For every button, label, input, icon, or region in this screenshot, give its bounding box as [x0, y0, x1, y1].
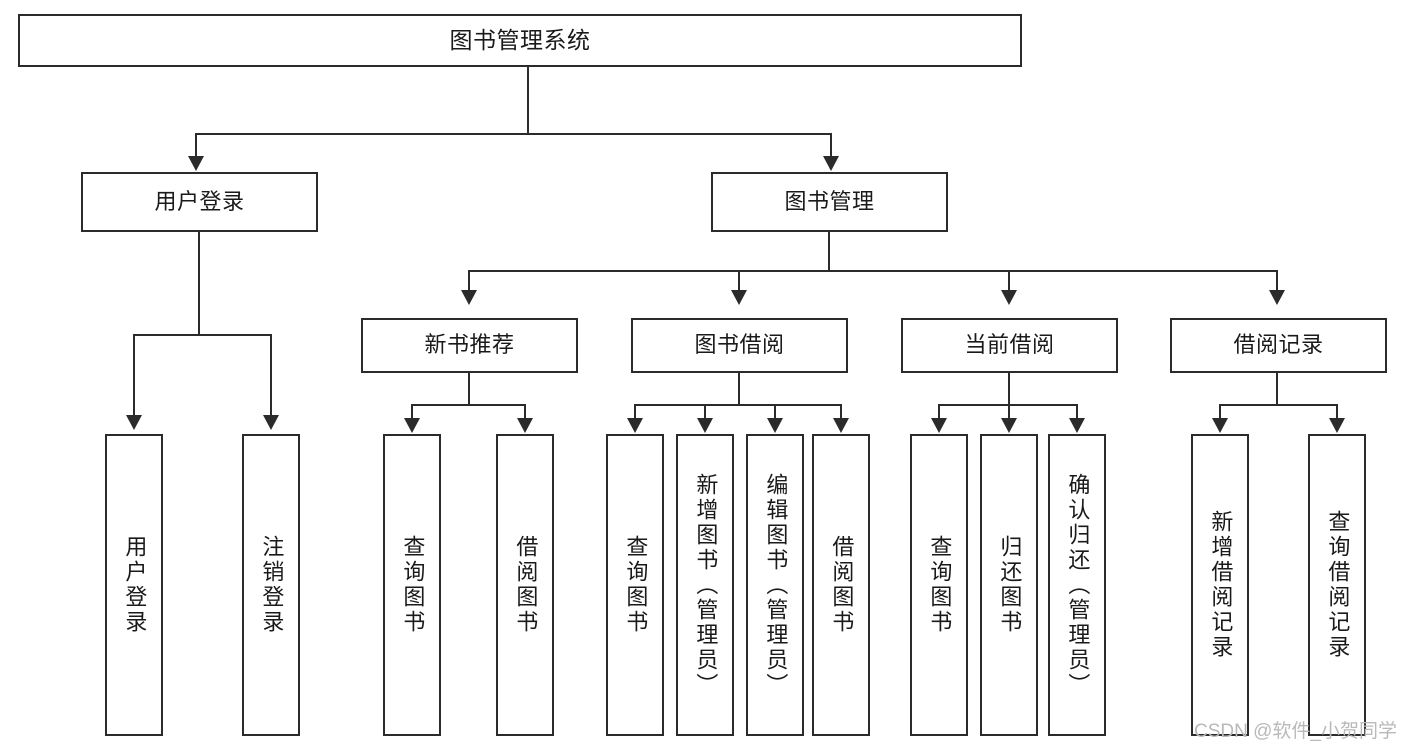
- arrowhead-borrow-record-leaf-2: [1329, 418, 1345, 433]
- arrowhead-current-borrow-leaf-1: [931, 418, 947, 433]
- connector-new-book-leaf-1: [411, 404, 413, 420]
- node-label: 查询图书: [927, 535, 953, 635]
- arrowhead-book-manage-child-3: [1001, 290, 1017, 305]
- leaf-new-book-borrow[interactable]: 借阅图书: [496, 434, 554, 736]
- leaf-book-borrow-edit[interactable]: 编辑图书（管理员）: [746, 434, 804, 736]
- connector-book-manage-child-1: [468, 270, 470, 292]
- node-label: 借阅图书: [829, 535, 855, 635]
- arrowhead-current-borrow-leaf-3: [1069, 418, 1085, 433]
- connector-book-borrow-trunk: [738, 373, 740, 406]
- connector-borrow-record-bus: [1219, 404, 1338, 406]
- arrowhead-book-borrow-leaf-1: [627, 418, 643, 433]
- leaf-book-borrow-add[interactable]: 新增图书（管理员）: [676, 434, 734, 736]
- node-label: 查询借阅记录: [1325, 510, 1351, 660]
- connector-root-to-user-login: [195, 133, 197, 158]
- connector-current-borrow-leaf-2: [1008, 404, 1010, 420]
- connector-book-borrow-leaf-3: [774, 404, 776, 420]
- connector-book-borrow-leaf-4: [840, 404, 842, 420]
- node-root-system[interactable]: 图书管理系统: [18, 14, 1022, 67]
- node-label: 新书推荐: [424, 332, 515, 358]
- node-label: 确认归还（管理员）: [1065, 472, 1091, 698]
- connector-new-book-bus: [411, 404, 526, 406]
- connector-current-borrow-trunk: [1008, 373, 1010, 406]
- connector-new-book-leaf-2: [524, 404, 526, 420]
- connector-user-login-leaf-1: [133, 334, 135, 417]
- leaf-user-login-logout[interactable]: 注销登录: [242, 434, 300, 736]
- arrowhead-to-user-login: [188, 156, 204, 171]
- arrowhead-book-borrow-leaf-3: [767, 418, 783, 433]
- node-user-login[interactable]: 用户登录: [81, 172, 318, 232]
- node-label: 图书借阅: [694, 332, 785, 358]
- connector-root-to-book-manage: [830, 133, 832, 158]
- arrowhead-book-manage-child-2: [731, 290, 747, 305]
- connector-book-manage-child-3: [1008, 270, 1010, 292]
- node-label: 用户登录: [154, 188, 245, 214]
- leaf-book-borrow-borrow[interactable]: 借阅图书: [812, 434, 870, 736]
- arrowhead-user-login-leaf-2: [263, 415, 279, 430]
- connector-current-borrow-leaf-1: [938, 404, 940, 420]
- leaf-user-login-login[interactable]: 用户登录: [105, 434, 163, 736]
- connector-borrow-record-leaf-1: [1219, 404, 1221, 420]
- connector-user-login-bus: [133, 334, 272, 336]
- connector-current-borrow-leaf-3: [1076, 404, 1078, 420]
- node-label: 查询图书: [400, 535, 426, 635]
- leaf-borrow-record-query[interactable]: 查询借阅记录: [1308, 434, 1366, 736]
- connector-book-borrow-bus: [634, 404, 842, 406]
- node-label: 注销登录: [259, 535, 285, 635]
- connector-book-borrow-leaf-1: [634, 404, 636, 420]
- connector-borrow-record-leaf-2: [1336, 404, 1338, 420]
- arrowhead-new-book-leaf-2: [517, 418, 533, 433]
- node-label: 归还图书: [997, 535, 1023, 635]
- leaf-borrow-record-add[interactable]: 新增借阅记录: [1191, 434, 1249, 736]
- node-book-borrow[interactable]: 图书借阅: [631, 318, 848, 373]
- arrowhead-book-borrow-leaf-4: [833, 418, 849, 433]
- node-label: 当前借阅: [964, 332, 1055, 358]
- node-book-manage[interactable]: 图书管理: [711, 172, 948, 232]
- leaf-book-borrow-query[interactable]: 查询图书: [606, 434, 664, 736]
- connector-book-manage-trunk: [828, 232, 830, 272]
- connector-root-bus: [195, 133, 832, 135]
- node-label: 查询图书: [623, 535, 649, 635]
- node-label: 新增借阅记录: [1208, 510, 1234, 660]
- connector-user-login-trunk: [198, 232, 200, 335]
- connector-book-manage-bus: [468, 270, 1278, 272]
- node-label: 借阅记录: [1233, 332, 1324, 358]
- node-label: 新增图书（管理员）: [693, 472, 719, 698]
- connector-user-login-leaf-2: [270, 334, 272, 417]
- leaf-current-borrow-return[interactable]: 归还图书: [980, 434, 1038, 736]
- node-new-book-recommend[interactable]: 新书推荐: [361, 318, 578, 373]
- leaf-current-borrow-confirm[interactable]: 确认归还（管理员）: [1048, 434, 1106, 736]
- arrowhead-borrow-record-leaf-1: [1212, 418, 1228, 433]
- connector-borrow-record-trunk: [1276, 373, 1278, 406]
- connector-root-trunk: [527, 67, 529, 134]
- arrowhead-to-book-manage: [823, 156, 839, 171]
- connector-book-borrow-leaf-2: [704, 404, 706, 420]
- node-label: 借阅图书: [513, 535, 539, 635]
- arrowhead-book-borrow-leaf-2: [697, 418, 713, 433]
- arrowhead-new-book-leaf-1: [404, 418, 420, 433]
- arrowhead-book-manage-child-4: [1269, 290, 1285, 305]
- node-label: 用户登录: [122, 535, 148, 635]
- connector-book-manage-child-4: [1276, 270, 1278, 292]
- connector-book-manage-child-2: [738, 270, 740, 292]
- node-label: 图书管理系统: [449, 26, 591, 53]
- node-current-borrow[interactable]: 当前借阅: [901, 318, 1118, 373]
- node-label: 编辑图书（管理员）: [763, 472, 789, 698]
- node-label: 图书管理: [784, 188, 875, 214]
- leaf-current-borrow-query[interactable]: 查询图书: [910, 434, 968, 736]
- leaf-new-book-query[interactable]: 查询图书: [383, 434, 441, 736]
- arrowhead-current-borrow-leaf-2: [1001, 418, 1017, 433]
- arrowhead-book-manage-child-1: [461, 290, 477, 305]
- arrowhead-user-login-leaf-1: [126, 415, 142, 430]
- node-borrow-record[interactable]: 借阅记录: [1170, 318, 1387, 373]
- connector-new-book-trunk: [468, 373, 470, 406]
